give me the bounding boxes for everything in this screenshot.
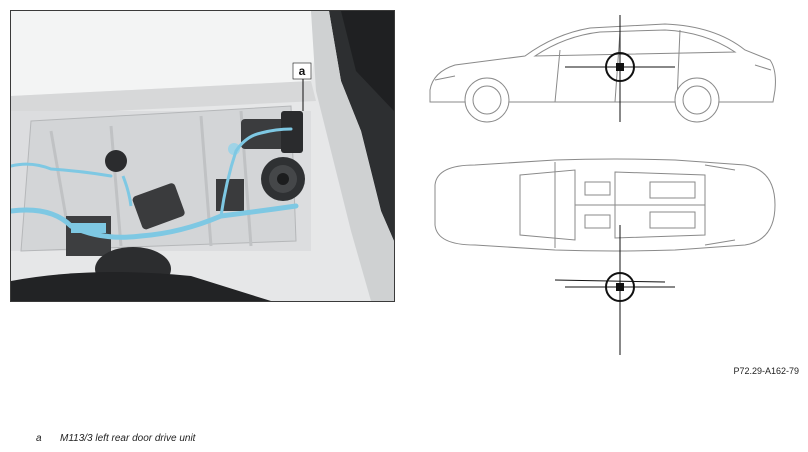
- callout-a: a: [299, 64, 306, 78]
- car-side-view: [429, 23, 776, 123]
- legend-item: a M113/3 left rear door drive unit: [36, 433, 195, 444]
- location-marker-icon: [565, 225, 675, 355]
- car-top-view: [434, 158, 776, 283]
- legend-text: M113/3 left rear door drive unit: [60, 433, 196, 444]
- location-marker-icon: [565, 15, 675, 122]
- figure-reference-code: P72.29-A162-79: [733, 366, 799, 376]
- vehicle-location-diagram: [415, 10, 805, 360]
- legend-key: a: [36, 433, 42, 444]
- door-interior-illustration: a: [10, 10, 395, 302]
